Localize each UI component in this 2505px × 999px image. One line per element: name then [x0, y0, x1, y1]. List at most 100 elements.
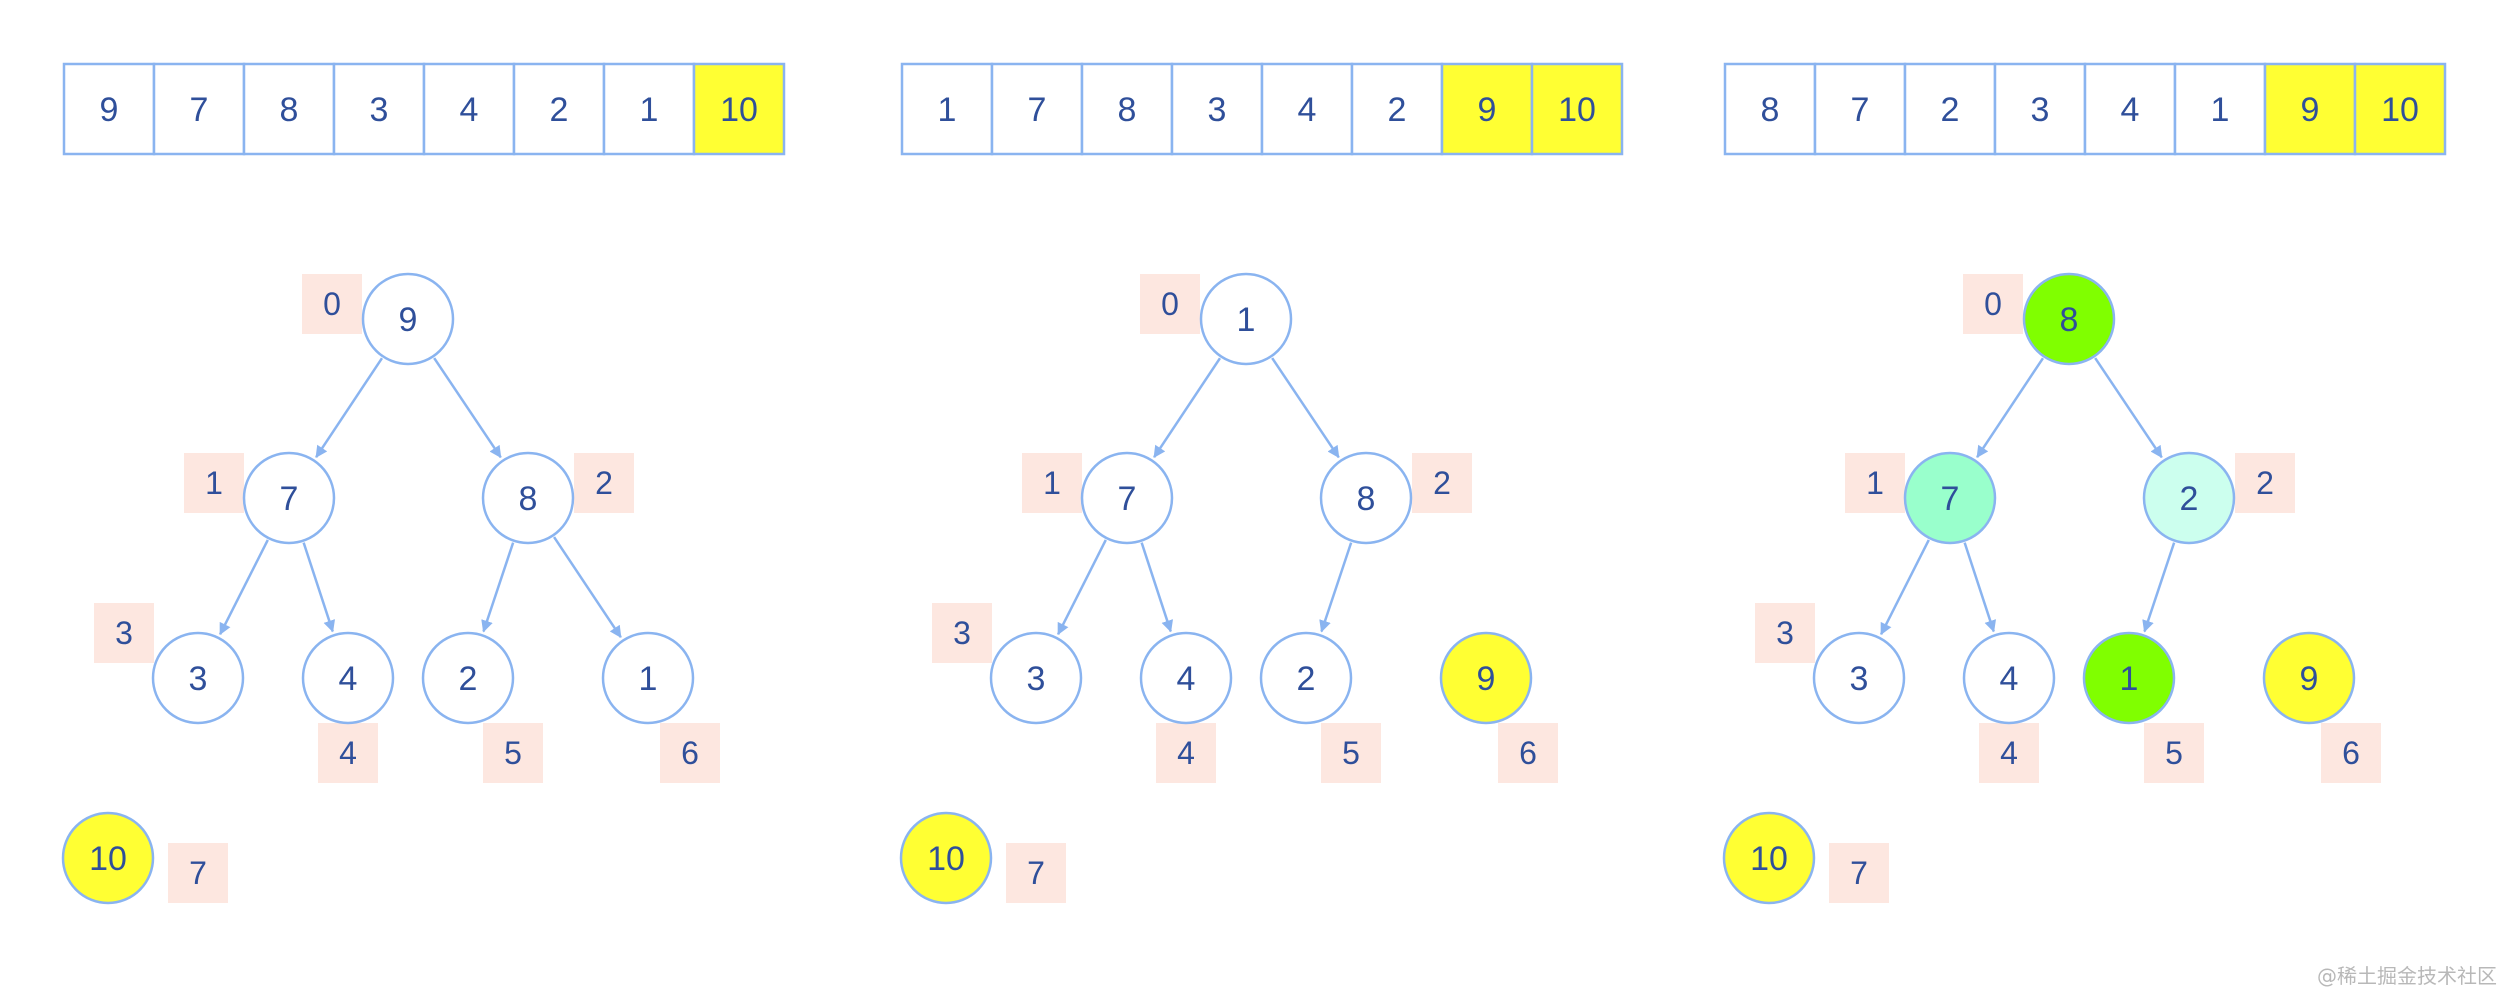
- index-label-box: [932, 603, 992, 663]
- array-cell-value: 3: [1208, 91, 1227, 129]
- tree-node-value: 1: [639, 660, 658, 698]
- index-label-box: [94, 603, 154, 663]
- index-label: 2: [1433, 465, 1451, 501]
- array-cell: [1993, 62, 2087, 156]
- index-label-box: [1321, 723, 1381, 783]
- tree-node-value: 10: [1750, 840, 1788, 878]
- tree-node-value: 1: [2120, 660, 2139, 698]
- tree-edge-arrow: [2142, 542, 2176, 633]
- array-cell-value: 10: [2381, 91, 2419, 129]
- tree-edge-arrow: [481, 542, 515, 633]
- index-label-box: [1140, 274, 1200, 334]
- array-cell: [1530, 62, 1624, 156]
- array-cell-value: 8: [1761, 91, 1780, 129]
- tree-node-value: 9: [1477, 660, 1496, 698]
- tree-node: [1199, 272, 1293, 366]
- index-label: 1: [1866, 465, 1884, 501]
- tree-node: [1139, 631, 1233, 725]
- index-label-box: [1022, 453, 1082, 513]
- index-label-box: [1412, 453, 1472, 513]
- tree-edge-arrow: [1976, 357, 2045, 459]
- tree-node-value: 7: [1118, 480, 1137, 518]
- tree-node: [2022, 272, 2116, 366]
- index-label: 3: [115, 615, 133, 651]
- tree-node-value: 3: [1027, 660, 1046, 698]
- array-cell: [1350, 62, 1444, 156]
- array-cell-value: 10: [1558, 91, 1596, 129]
- tree-node: [1259, 631, 1353, 725]
- tree-node-value: 4: [2000, 660, 2019, 698]
- tree-node-value: 10: [927, 840, 965, 878]
- tree-nodes: 1 7 8 3 4 2 9 10: [899, 272, 1533, 905]
- array-cell-value: 2: [1941, 91, 1960, 129]
- array-cell-value: 9: [2301, 91, 2320, 129]
- index-label: 0: [1161, 286, 1179, 322]
- tree-node-value: 8: [2060, 301, 2079, 339]
- index-label: 2: [595, 465, 613, 501]
- array-cell: [242, 62, 336, 156]
- tree-edge-arrow: [1140, 542, 1174, 633]
- tree-edge-arrow: [302, 542, 336, 633]
- tree-node-value: 7: [280, 480, 299, 518]
- tree-node-value: 8: [1357, 480, 1376, 518]
- index-label-box: [302, 274, 362, 334]
- index-label: 1: [1043, 465, 1061, 501]
- tree-node: [1319, 451, 1413, 545]
- tree-node-value: 10: [89, 840, 127, 878]
- index-label: 7: [189, 855, 207, 891]
- tree-edge-arrow: [1153, 357, 1222, 459]
- array-cell-value: 4: [2121, 91, 2140, 129]
- index-label-box: [1845, 453, 1905, 513]
- index-label-box: [1979, 723, 2039, 783]
- array-cell-value: 3: [2031, 91, 2050, 129]
- tree-edge-arrow: [1319, 542, 1353, 633]
- index-label-box: [1156, 723, 1216, 783]
- tree-node: [2082, 631, 2176, 725]
- index-label: 5: [504, 735, 522, 771]
- index-label: 3: [953, 615, 971, 651]
- tree-node: [899, 811, 993, 905]
- index-label-box: [483, 723, 543, 783]
- tree-edge-arrow: [315, 357, 384, 459]
- array-cell: [602, 62, 696, 156]
- tree-edge-arrow: [1271, 357, 1340, 459]
- tree-node: [1812, 631, 1906, 725]
- tree-node: [61, 811, 155, 905]
- index-label-box: [1829, 843, 1889, 903]
- index-label: 6: [2342, 735, 2360, 771]
- index-label: 4: [1177, 735, 1195, 771]
- tree-edges: [218, 357, 622, 639]
- tree-node-value: 7: [1941, 480, 1960, 518]
- index-label: 7: [1850, 855, 1868, 891]
- index-label: 5: [2165, 735, 2183, 771]
- index-label-box: [660, 723, 720, 783]
- array-cell: [900, 62, 994, 156]
- tree-node: [242, 451, 336, 545]
- index-label: 7: [1027, 855, 1045, 891]
- array-cell-value: 3: [370, 91, 389, 129]
- array-cell-value: 2: [1388, 91, 1407, 129]
- tree-node: [1722, 811, 1816, 905]
- tree-edge-arrow: [218, 539, 269, 636]
- array-cell: [1723, 62, 1817, 156]
- index-label: 0: [323, 286, 341, 322]
- tree-edge-arrow: [1879, 539, 1930, 636]
- array-cell-value: 4: [460, 91, 479, 129]
- array-cell: [2083, 62, 2177, 156]
- tree-node: [361, 272, 455, 366]
- index-label-box: [574, 453, 634, 513]
- tree-node-value: 9: [2300, 660, 2319, 698]
- array-cell-value: 9: [1478, 91, 1497, 129]
- tree-node: [151, 631, 245, 725]
- watermark: @稀土掘金技术社区: [2317, 964, 2497, 988]
- tree-node-value: 4: [1177, 660, 1196, 698]
